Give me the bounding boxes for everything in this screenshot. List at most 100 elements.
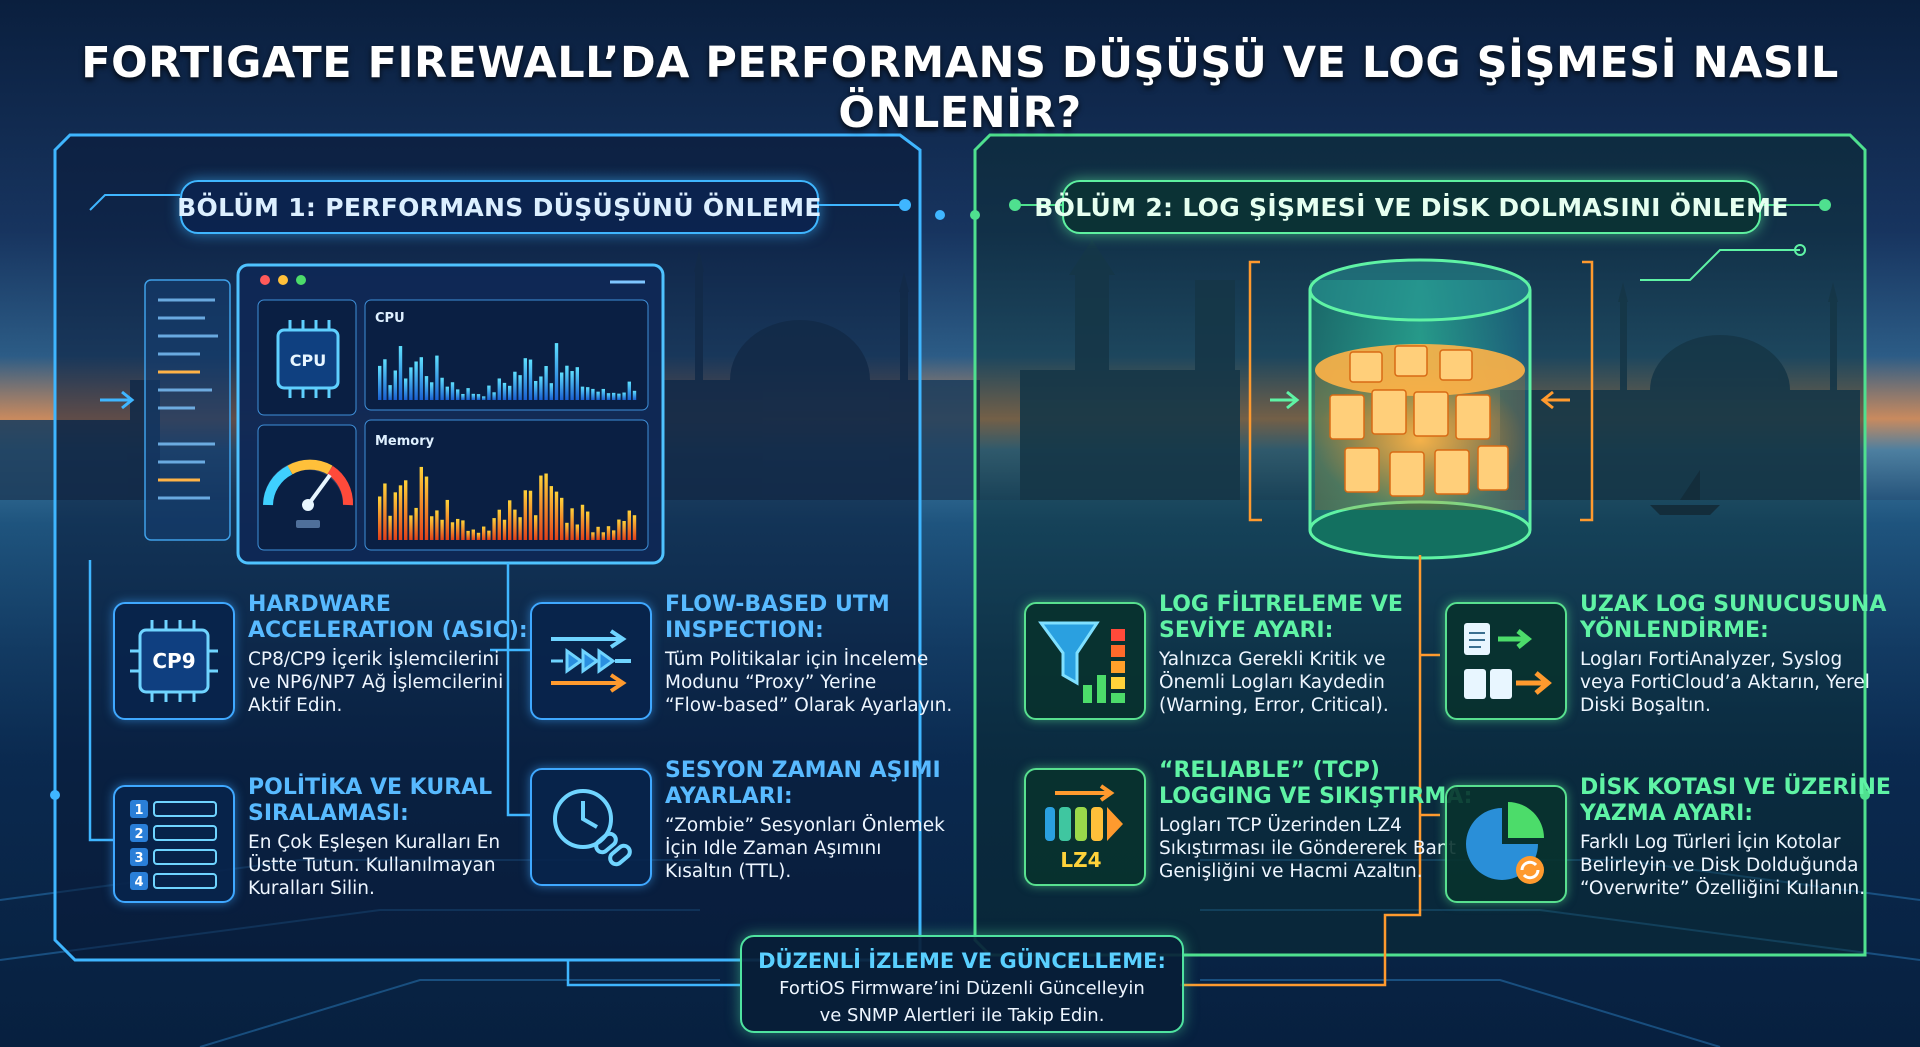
card-body-line: Logları TCP Üzerinden LZ4 <box>1159 815 1402 836</box>
gauge-icon <box>263 459 353 528</box>
activity-bar <box>492 392 496 400</box>
activity-bar <box>591 388 595 400</box>
card-body-line: Kuralları Silin. <box>248 878 375 899</box>
flow-arrows-icon <box>530 602 652 720</box>
activity-bar <box>549 486 553 540</box>
card-title-line: ACCELERATION (ASIC): <box>248 618 528 643</box>
activity-bar <box>409 515 413 540</box>
activity-bar <box>393 370 397 400</box>
bottom-body-line: FortiOS Firmware’ini Düzenli Güncelleyin <box>779 978 1145 999</box>
activity-bar <box>435 510 439 540</box>
activity-bar <box>534 380 538 400</box>
activity-bar <box>414 361 418 400</box>
memory-chart-label: Memory <box>375 434 435 449</box>
activity-bar <box>492 518 496 540</box>
lz4-label: LZ4 <box>1060 848 1101 872</box>
activity-bar <box>471 529 475 540</box>
activity-bar <box>580 386 585 400</box>
cpu-chip-label: CPU <box>290 351 326 370</box>
card-body-line: Tüm Politikalar için İnceleme <box>665 649 929 670</box>
activity-bar <box>409 367 413 400</box>
card-body-line: Kısaltın (TTL). <box>665 861 792 882</box>
activity-bar <box>497 509 501 540</box>
card-body-line: “Zombie” Sesyonları Önlemek <box>665 815 945 836</box>
card-title-line: SIRALAMASI: <box>248 801 409 826</box>
activity-bar <box>440 519 444 540</box>
cp9-chip-label: CP9 <box>152 649 195 673</box>
activity-bar <box>456 389 460 400</box>
card-body-line: İçin Idle Zaman Aşımını <box>665 838 882 859</box>
card-body-line: CP8/CP9 İçerik İşlemcilerini <box>248 649 500 670</box>
card-title-line: “RELIABLE” (TCP) <box>1159 758 1380 783</box>
card-title-line: LOG FİLTRELEME VE <box>1159 592 1403 617</box>
activity-bar <box>586 511 590 540</box>
activity-bar <box>482 396 486 400</box>
activity-bar <box>565 522 569 540</box>
activity-bar <box>513 509 517 540</box>
activity-bar <box>534 515 538 540</box>
activity-bar <box>622 392 626 400</box>
activity-bar <box>476 532 481 540</box>
monitoring-update-box: DÜZENLİ İZLEME VE GÜNCELLEME: FortiOS Fi… <box>740 935 1184 1033</box>
activity-bar <box>435 355 439 400</box>
card-body-line: Diski Boşaltın. <box>1580 695 1711 716</box>
log-database-cylinder <box>1308 258 1532 560</box>
activity-bar <box>404 480 408 540</box>
section1-connectors <box>88 560 740 987</box>
memory-activity-bars <box>378 466 637 540</box>
card-body-line: Belirleyin ve Disk Dolduğunda <box>1580 855 1859 876</box>
activity-bar <box>450 382 455 400</box>
activity-bar <box>487 385 491 400</box>
log-list-panel <box>144 279 231 541</box>
activity-bar <box>419 357 423 400</box>
card-title-line: HARDWARE <box>248 592 391 617</box>
activity-bar <box>601 532 605 540</box>
activity-bar <box>523 358 527 400</box>
activity-bar <box>539 475 543 540</box>
activity-bar <box>445 386 449 400</box>
activity-bar <box>591 532 595 540</box>
activity-bar <box>430 382 434 400</box>
card-title-line: POLİTİKA VE KURAL <box>248 775 493 800</box>
activity-bar <box>528 490 533 540</box>
activity-bar <box>404 378 408 400</box>
card-body-line: Modunu “Proxy” Yerine <box>665 672 877 693</box>
card-title-line: SESYON ZAMAN AŞIMI <box>665 758 941 783</box>
activity-bar <box>419 466 423 540</box>
activity-bar <box>461 520 465 540</box>
activity-bar <box>554 343 559 400</box>
activity-bar <box>450 522 455 540</box>
activity-bar <box>378 365 382 400</box>
activity-bar <box>508 500 512 540</box>
activity-bar <box>570 371 574 400</box>
list-number: 1 <box>134 803 143 818</box>
activity-bar <box>539 376 543 400</box>
activity-bar <box>388 385 392 400</box>
activity-bar <box>606 393 611 400</box>
cpu-activity-bars <box>378 343 637 400</box>
activity-bar <box>388 515 392 540</box>
activity-bar <box>632 515 637 540</box>
activity-bar <box>414 507 418 540</box>
activity-bar <box>601 388 605 400</box>
card-title-line: SEVİYE AYARI: <box>1159 618 1334 643</box>
activity-bar <box>518 375 522 400</box>
card-reliable-logging: LZ4 “RELIABLE” (TCP)LOGGING VE SIKIŞTIRM… <box>1024 758 1664 898</box>
activity-bar <box>461 393 465 400</box>
activity-bar <box>424 476 429 540</box>
activity-bar <box>482 526 486 540</box>
activity-bar <box>476 394 481 400</box>
card-body-line: Yalnızca Gerekli Kritik ve <box>1159 649 1386 670</box>
activity-bar <box>560 372 564 400</box>
card-body-line: Önemli Logları Kaydedin <box>1159 672 1385 693</box>
card-body-line: ve NP6/NP7 Ağ İşlemcilerini <box>248 672 504 693</box>
card-body-line: Üstte Tutun. Kullanılmayan <box>248 855 496 876</box>
activity-bar <box>612 530 616 540</box>
activity-bar <box>398 485 403 540</box>
activity-bar <box>627 381 631 400</box>
activity-bar <box>466 530 470 540</box>
